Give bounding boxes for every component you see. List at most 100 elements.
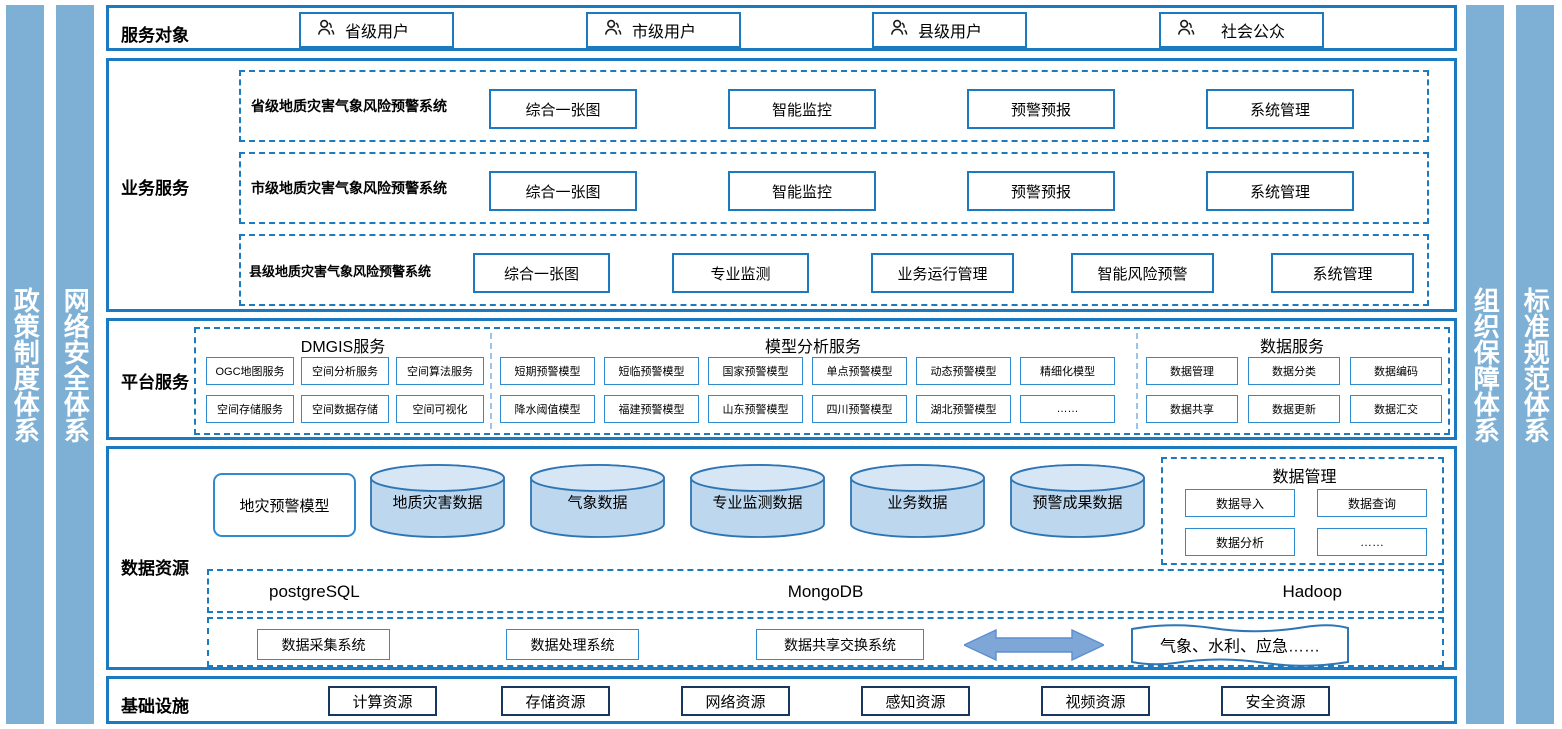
user-chip-province[interactable]: 省级用户 [299,12,454,48]
user-chip-public[interactable]: 社会公众 [1159,12,1324,48]
platform-data-submission[interactable]: 数据汇交 [1350,395,1442,423]
platform-model-sichuan[interactable]: 四川预警模型 [812,395,907,423]
platform-data-encoding[interactable]: 数据编码 [1350,357,1442,385]
cylinder-business-data[interactable]: 业务数据 [849,463,986,539]
module-province-forecast[interactable]: 预警预报 [967,89,1115,129]
database-mongodb: MongoDB [787,582,864,601]
module-county-prof-monitor[interactable]: 专业监测 [672,253,809,293]
module-province-monitor[interactable]: 智能监控 [728,89,876,129]
infra-video-resource[interactable]: 视频资源 [1041,686,1150,716]
database-hadoop: Hadoop [1282,582,1342,601]
band-service-objects-label: 服务对象 [121,26,189,45]
platform-divider-2 [1136,333,1138,429]
platform-model-hubei[interactable]: 湖北预警模型 [916,395,1011,423]
business-row-county: 县级地质灾害气象风险预警系统 综合一张图 专业监测 业务运行管理 智能风险预警 … [239,234,1429,306]
business-row-province-system: 省级地质灾害气象风险预警系统 [251,98,447,114]
module-city-map[interactable]: 综合一张图 [489,171,637,211]
infra-storage-resource[interactable]: 存储资源 [501,686,610,716]
band-data-resources-label: 数据资源 [121,559,189,578]
module-city-forecast[interactable]: 预警预报 [967,171,1115,211]
band-service-objects: 服务对象 省级用户 市级用户 [106,5,1457,51]
infra-compute-resource[interactable]: 计算资源 [328,686,437,716]
infra-security-resource[interactable]: 安全资源 [1221,686,1330,716]
data-management-analysis[interactable]: 数据分析 [1185,528,1295,556]
platform-dmgis-spatial-storage-svc[interactable]: 空间存储服务 [206,395,294,423]
pipeline-collection-system[interactable]: 数据采集系统 [257,629,390,660]
data-management-import[interactable]: 数据导入 [1185,489,1295,517]
cylinder-warning-results-data[interactable]: 预警成果数据 [1009,463,1146,539]
platform-data-management[interactable]: 数据管理 [1146,357,1238,385]
platform-dmgis-spatial-algorithm[interactable]: 空间算法服务 [396,357,484,385]
business-row-city: 市级地质灾害气象风险预警系统 综合一张图 智能监控 预警预报 系统管理 [239,152,1429,224]
band-data-resources: 数据资源 地灾预警模型 地质灾害数据 气象数据 专业监测数据 [106,446,1457,670]
platform-group-dmgis-title: DMGIS服务 [300,339,386,356]
platform-model-national[interactable]: 国家预警模型 [708,357,803,385]
user-chip-city[interactable]: 市级用户 [586,12,741,48]
pipeline-processing-system[interactable]: 数据处理系统 [506,629,639,660]
databases-strip: postgreSQL MongoDB Hadoop [207,569,1444,613]
user-chip-county[interactable]: 县级用户 [872,12,1027,48]
module-county-ops-mgmt[interactable]: 业务运行管理 [871,253,1014,293]
platform-data-classification[interactable]: 数据分类 [1248,357,1340,385]
business-row-province: 省级地质灾害气象风险预警系统 综合一张图 智能监控 预警预报 系统管理 [239,70,1429,142]
user-chip-public-label: 社会公众 [1221,24,1286,41]
cylinder-professional-monitoring-data[interactable]: 专业监测数据 [689,463,826,539]
platform-dmgis-ogc-map[interactable]: OGC地图服务 [206,357,294,385]
cylinder-meteorological-data-label: 气象数据 [567,494,628,512]
platform-data-update[interactable]: 数据更新 [1248,395,1340,423]
platform-data-sharing[interactable]: 数据共享 [1146,395,1238,423]
module-county-map[interactable]: 综合一张图 [473,253,610,293]
module-city-sysmgmt[interactable]: 系统管理 [1206,171,1354,211]
platform-model-fujian[interactable]: 福建预警模型 [604,395,699,423]
band-business-services: 业务服务 省级地质灾害气象风险预警系统 综合一张图 智能监控 预警预报 系统管理… [106,58,1457,312]
platform-model-dynamic[interactable]: 动态预警模型 [916,357,1011,385]
cylinder-geohazard-data[interactable]: 地质灾害数据 [369,463,506,539]
platform-dmgis-spatial-analysis[interactable]: 空间分析服务 [301,357,389,385]
double-arrow-icon [964,629,1104,661]
cylinder-meteorological-data[interactable]: 气象数据 [529,463,666,539]
platform-group-model-title: 模型分析服务 [764,339,861,356]
infra-network-resource[interactable]: 网络资源 [681,686,790,716]
business-row-city-system: 市级地质灾害气象风险预警系统 [251,180,447,196]
business-row-county-system: 县级地质灾害气象风险预警系统 [249,263,432,279]
module-city-monitor[interactable]: 智能监控 [728,171,876,211]
data-model-box[interactable]: 地灾预警模型 [213,473,356,537]
platform-dmgis-spatial-visualization[interactable]: 空间可视化 [396,395,484,423]
right-bar-standards: 标准规范体系 [1516,5,1554,724]
platform-model-more[interactable]: …… [1020,395,1115,423]
data-management-more[interactable]: …… [1317,528,1427,556]
person-icon [888,17,910,44]
band-business-services-label: 业务服务 [121,179,189,198]
platform-model-short-term[interactable]: 短期预警模型 [500,357,595,385]
left-bar-network-security-label: 网络安全体系 [60,286,91,443]
band-platform-services-label: 平台服务 [121,373,189,392]
external-departments-label: 气象、水利、应急…… [1159,638,1320,656]
module-county-sysmgmt[interactable]: 系统管理 [1271,253,1414,293]
user-chip-city-label: 市级用户 [632,24,697,41]
band-platform-services: 平台服务 DMGIS服务 OGC地图服务 空间分析服务 空间算法服务 空间存储服… [106,318,1457,440]
cylinder-geohazard-data-label: 地质灾害数据 [392,494,483,512]
platform-model-rain-threshold[interactable]: 降水阈值模型 [500,395,595,423]
cylinder-business-data-label: 业务数据 [887,494,948,512]
platform-group-data-title: 数据服务 [1259,339,1324,356]
platform-model-shandong[interactable]: 山东预警模型 [708,395,803,423]
module-province-sysmgmt[interactable]: 系统管理 [1206,89,1354,129]
platform-services-container: DMGIS服务 OGC地图服务 空间分析服务 空间算法服务 空间存储服务 空间数… [194,327,1450,435]
platform-dmgis-spatial-data-store[interactable]: 空间数据存储 [301,395,389,423]
platform-model-nowcast[interactable]: 短临预警模型 [604,357,699,385]
left-bar-policy-label: 政策制度体系 [10,286,41,443]
infra-sensing-resource[interactable]: 感知资源 [861,686,970,716]
data-management-title: 数据管理 [1272,469,1337,486]
data-management-query[interactable]: 数据查询 [1317,489,1427,517]
pipeline-sharing-exchange-system[interactable]: 数据共享交换系统 [756,629,924,660]
data-management-panel: 数据管理 数据导入 数据查询 数据分析 …… [1161,457,1444,565]
platform-divider-1 [490,333,492,429]
platform-model-single-point[interactable]: 单点预警模型 [812,357,907,385]
data-pipeline-strip: 数据采集系统 数据处理系统 数据共享交换系统 气象、水利、应急…… [207,617,1444,667]
platform-model-refined[interactable]: 精细化模型 [1020,357,1115,385]
module-county-risk-warning[interactable]: 智能风险预警 [1071,253,1214,293]
module-province-map[interactable]: 综合一张图 [489,89,637,129]
left-bar-network-security: 网络安全体系 [56,5,94,724]
person-icon [315,17,337,44]
